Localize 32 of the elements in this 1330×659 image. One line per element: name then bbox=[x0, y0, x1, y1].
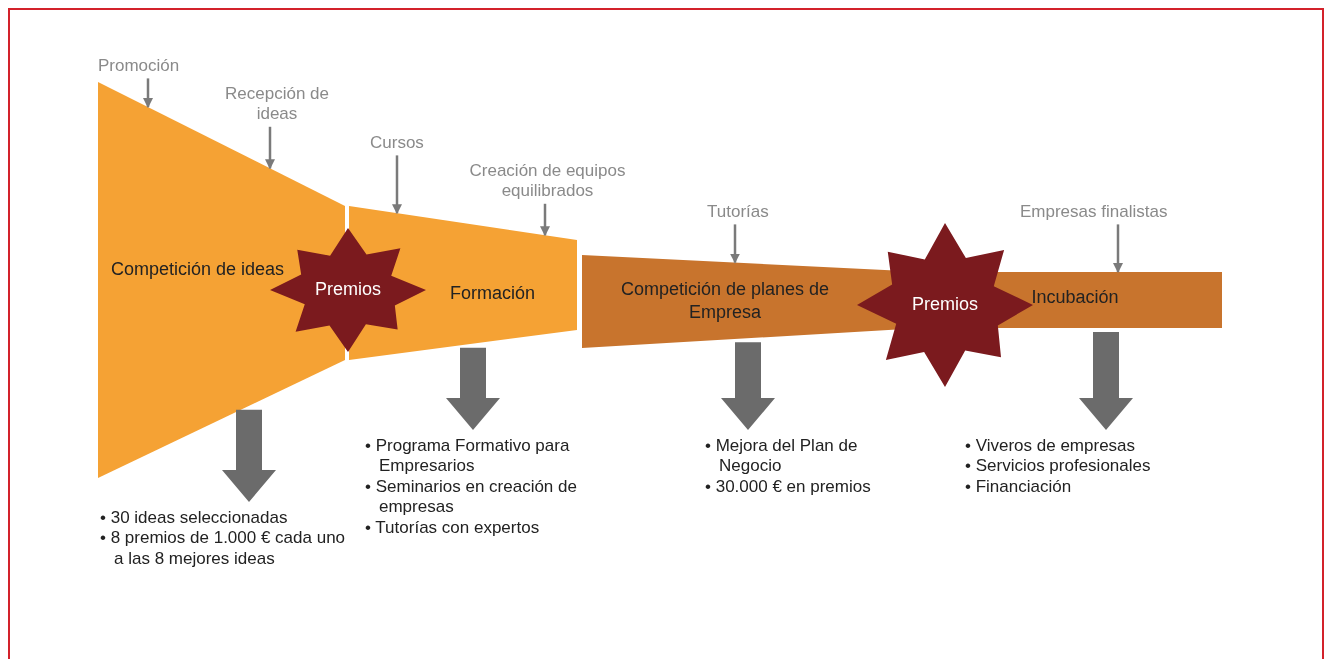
stage-label: Tutorías bbox=[707, 202, 769, 223]
stage-title: Competición de ideas bbox=[110, 258, 285, 281]
bullet-item: • Financiación bbox=[965, 476, 1073, 498]
bullet-item: • Servicios profesionales bbox=[965, 456, 1152, 477]
bullet-item: • Viveros de empresas bbox=[965, 436, 1137, 457]
bullet-item: • 30 ideas seleccionadas bbox=[100, 508, 289, 529]
stage-title: Formación bbox=[449, 282, 536, 305]
arrow bbox=[143, 78, 153, 109]
bullet-item: • Programa Formativo para Empresarios bbox=[365, 436, 571, 477]
stage-title: Competición de planes de Empresa bbox=[619, 278, 831, 323]
bullet-item: • Seminarios en creación de empresas bbox=[365, 476, 578, 518]
stage-label: Empresas finalistas bbox=[1020, 202, 1168, 223]
arrow bbox=[392, 155, 402, 215]
stage-label: Promoción bbox=[98, 56, 180, 77]
arrow bbox=[730, 224, 740, 264]
arrow bbox=[540, 203, 550, 237]
block-arrow bbox=[222, 409, 276, 502]
stage-label: Recepción de ideas bbox=[212, 84, 342, 125]
arrow bbox=[265, 126, 275, 170]
block-arrow bbox=[446, 347, 500, 430]
stage-label: Creación de equipos equilibrados bbox=[450, 161, 645, 202]
prize-label: Premios bbox=[314, 278, 382, 301]
bullet-item: • Tutorías con expertos bbox=[365, 517, 541, 538]
stage-label: Cursos bbox=[370, 133, 424, 154]
block-arrow bbox=[721, 342, 775, 430]
block-arrow bbox=[1079, 332, 1133, 430]
bullet-item: • 8 premios de 1.000 € cada uno a las 8 mejores ideas bbox=[100, 528, 347, 570]
stage-title: Incubación bbox=[1030, 286, 1120, 309]
prize-label: Premios bbox=[911, 293, 979, 316]
arrow bbox=[1113, 224, 1123, 273]
bullet-item: • 30.000 € en premios bbox=[705, 476, 872, 498]
bullet-item: • Mejora del Plan de Negocio bbox=[705, 436, 859, 477]
